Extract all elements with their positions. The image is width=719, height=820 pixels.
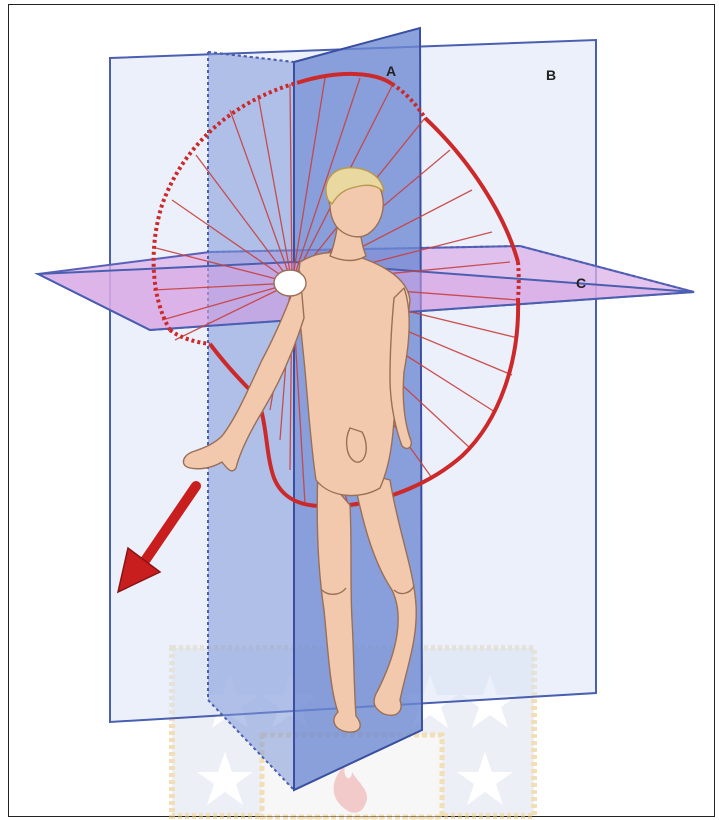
label-plane-b: B bbox=[546, 67, 556, 83]
label-plane-a: A bbox=[386, 63, 396, 79]
genital-detail bbox=[347, 428, 367, 462]
label-plane-c: C bbox=[576, 275, 586, 291]
shoulder-joint bbox=[274, 270, 306, 296]
